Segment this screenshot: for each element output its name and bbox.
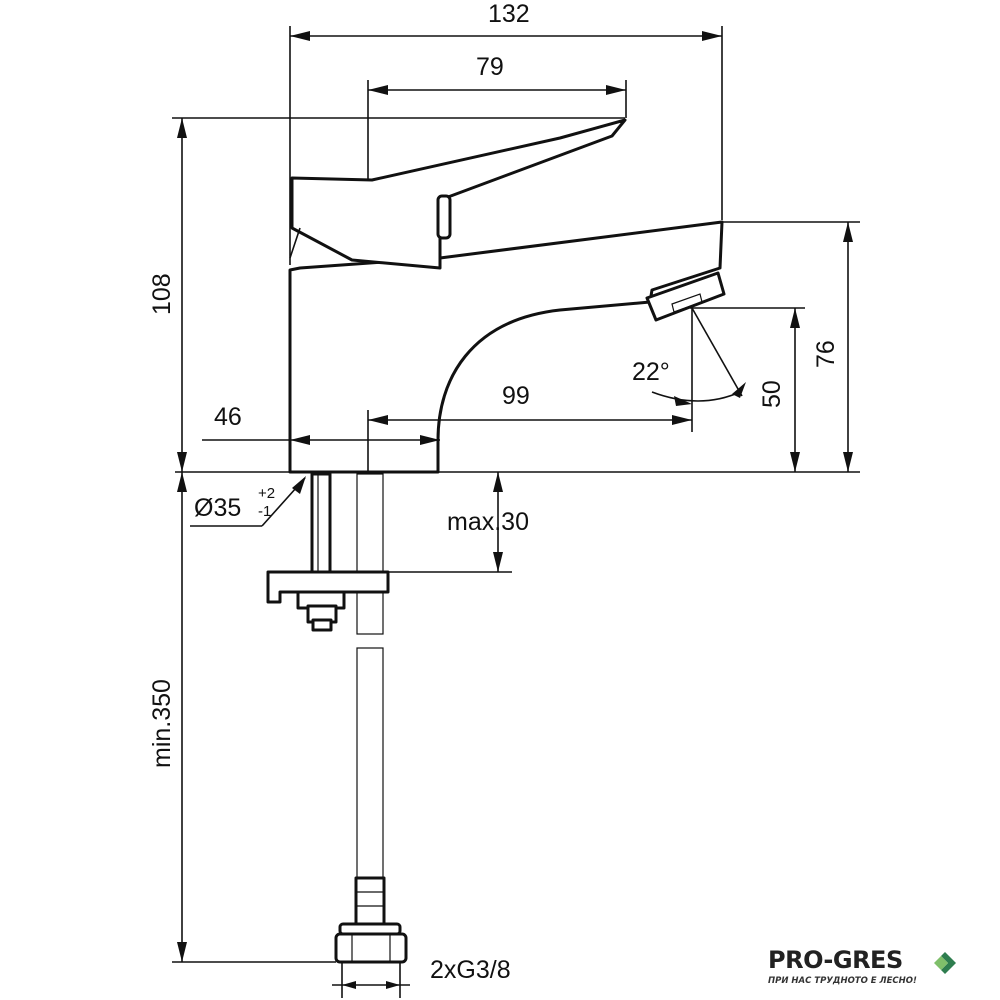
dim-spout-reach: 99 (502, 382, 530, 410)
dimension-lines (172, 26, 860, 998)
dim-connection: 2xG3/8 (430, 956, 511, 984)
mounting-hardware (266, 472, 408, 964)
faucet-body (288, 118, 726, 474)
logo-slogan: ПРИ НАС ТРУДНОТО Е ЛЕСНО! (768, 976, 917, 986)
dim-handle-width: 79 (476, 53, 504, 81)
dim-overall-height: 108 (148, 273, 176, 315)
dim-max-thickness: max.30 (447, 508, 529, 536)
dim-min-hose-length: min.350 (148, 679, 176, 768)
diamond-logo-icon (934, 952, 956, 974)
brand-logo: PRO-GRES ПРИ НАС ТРУДНОТО Е ЛЕСНО! (768, 946, 978, 992)
dim-outlet-height: 50 (758, 380, 786, 408)
dim-spout-height: 76 (812, 340, 840, 368)
dim-outlet-angle: 22° (632, 358, 670, 386)
dim-base-offset: 46 (214, 403, 242, 431)
aerator (645, 271, 726, 322)
dim-hole-tolerance-plus: +2 (258, 485, 275, 502)
dim-hole-tolerance-minus: -1 (258, 503, 271, 520)
dim-overall-width: 132 (488, 0, 530, 28)
dim-hole-diameter: Ø35 (194, 494, 241, 522)
lever-handle (290, 118, 627, 270)
logo-name: PRO-GRES (768, 946, 903, 974)
